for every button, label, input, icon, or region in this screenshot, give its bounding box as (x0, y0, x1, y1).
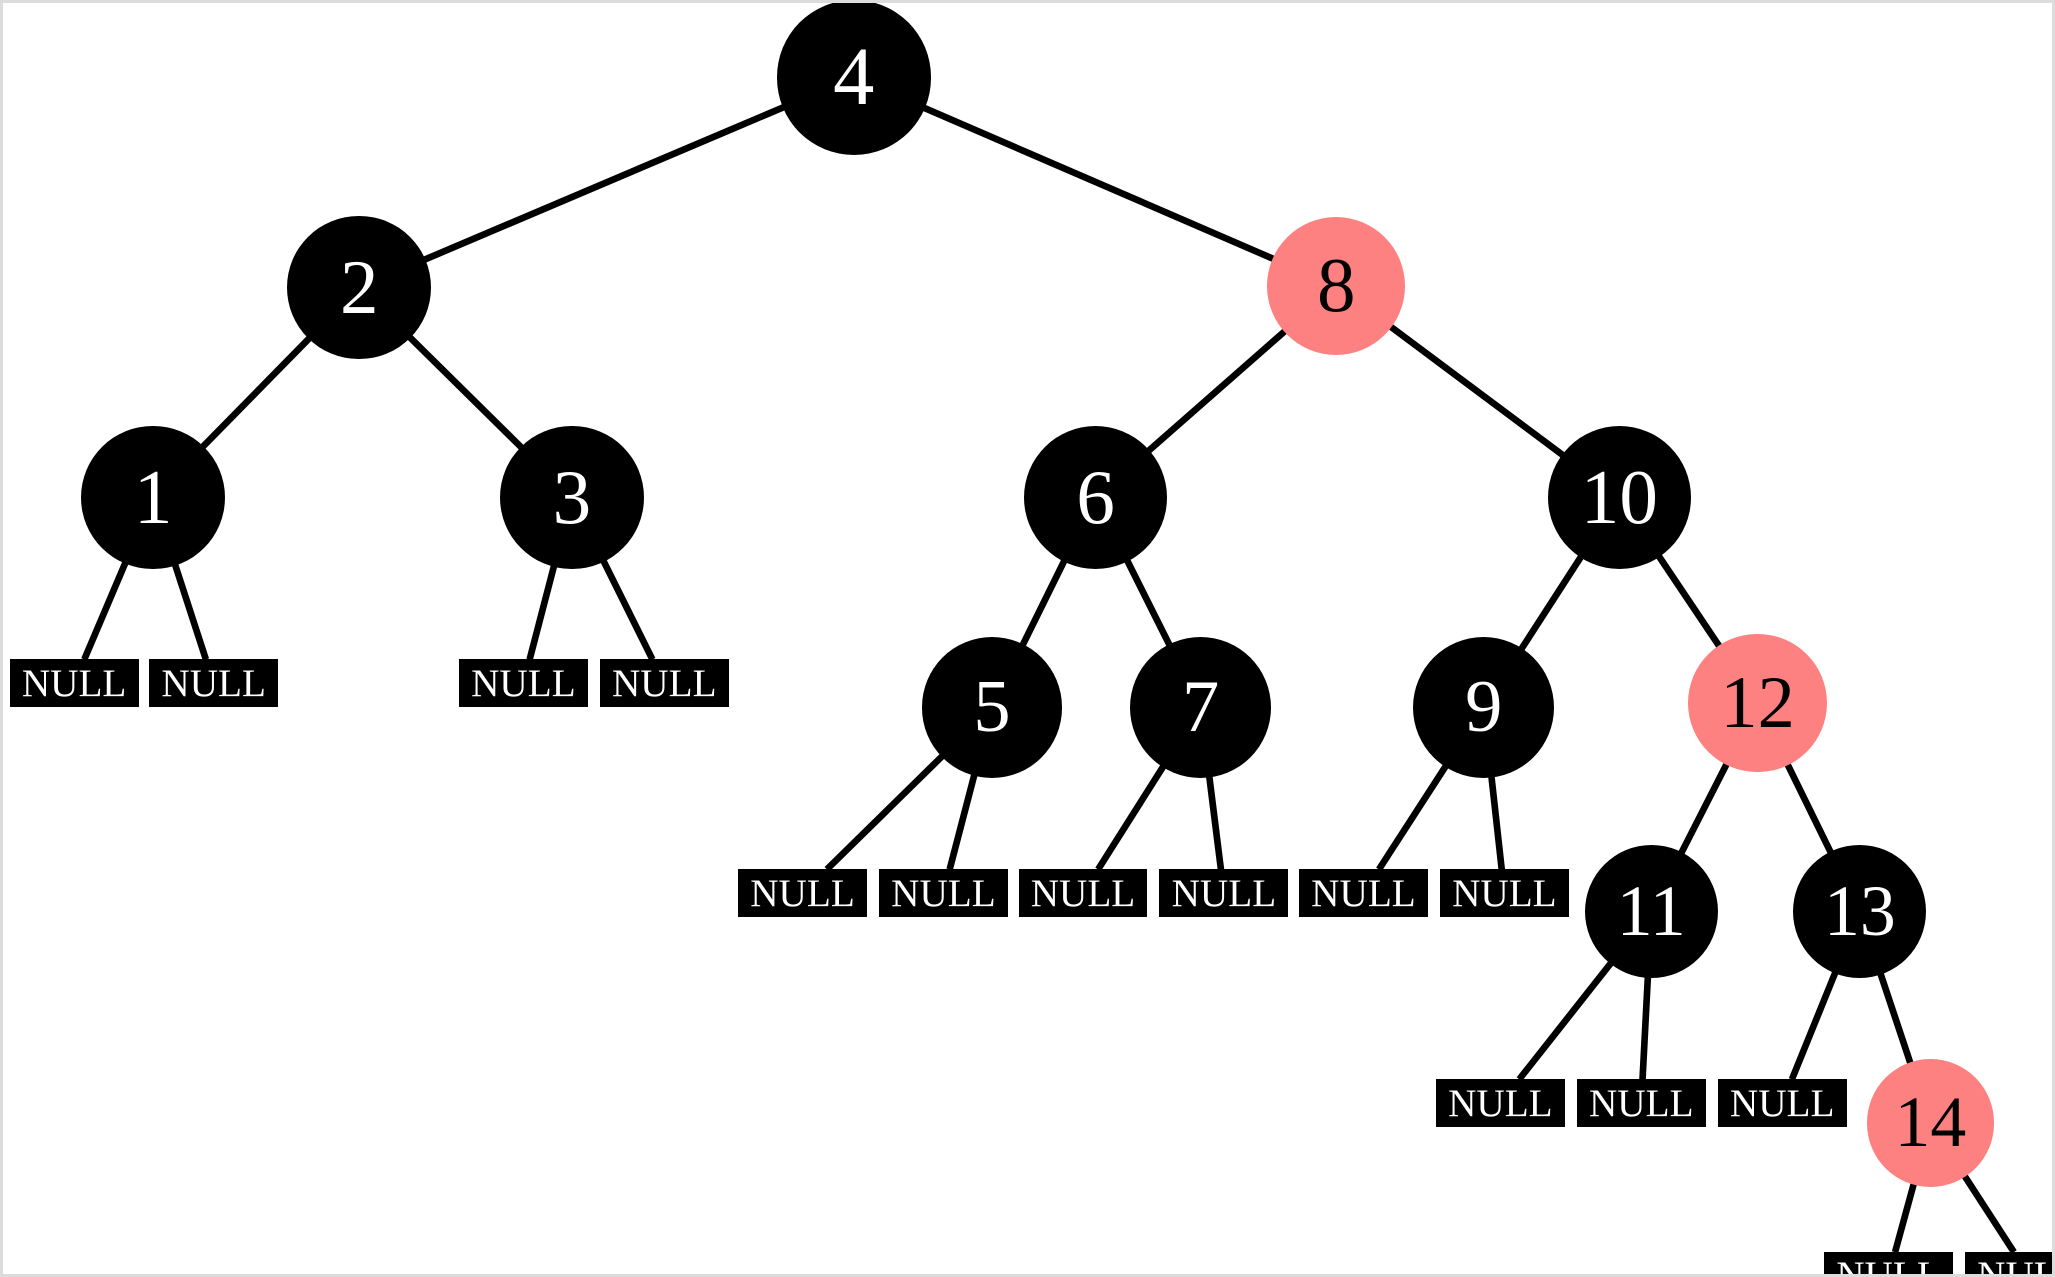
null-leaf-box: NULL (1018, 869, 1148, 918)
tree-node-label: 14 (1894, 1082, 1967, 1163)
null-leaf-label: NULL (1836, 1254, 1941, 1277)
tree-edge (1959, 1170, 2017, 1254)
null-leaf-box: NULL (1435, 1079, 1565, 1128)
tree-edge (824, 750, 949, 872)
tree-edge (1891, 1178, 1919, 1253)
null-leaf-label: NULL (891, 871, 996, 915)
null-leaf-box: NULL (1824, 1252, 1953, 1277)
tree-node-label: 6 (1076, 453, 1115, 540)
null-leaf-box: NULL (1299, 869, 1428, 918)
tree-edge (1487, 771, 1506, 870)
tree-edge (403, 331, 528, 454)
null-leaf-label: NULL (471, 661, 576, 705)
tree-node-8[interactable]: 8 (1267, 216, 1406, 356)
tree-node-6[interactable]: 6 (1023, 425, 1168, 570)
null-leaf-label: NULL (750, 871, 855, 915)
null-leaf-box: NULL (1717, 1079, 1847, 1128)
null-leaf-box: NULL (9, 659, 139, 708)
tree-node-label: 5 (973, 666, 1011, 749)
tree-edge (1788, 967, 1841, 1081)
tree-edge (1205, 771, 1225, 870)
null-leaf-label: NULL (1977, 1254, 2052, 1277)
tree-node-2[interactable]: 2 (287, 215, 431, 360)
tree-edge (81, 556, 131, 661)
null-leaf-label: NULL (1448, 1081, 1553, 1125)
null-leaf-box: NULL (1159, 869, 1289, 918)
tree-edge (1516, 957, 1617, 1082)
null-leaf-label: NULL (1311, 871, 1416, 915)
null-leaf-label: NULL (611, 661, 717, 705)
tree-node-label: 1 (133, 453, 173, 540)
null-leaf-box: NULL (458, 659, 588, 708)
tree-edge (917, 102, 1280, 264)
tree-node-12[interactable]: 12 (1688, 634, 1827, 773)
tree-edge (1017, 555, 1070, 651)
tree-node-13[interactable]: 13 (1793, 845, 1927, 979)
tree-node-label: 10 (1580, 453, 1658, 540)
tree-node-9[interactable]: 9 (1413, 636, 1555, 778)
tree-node-label: 12 (1720, 662, 1795, 745)
tree-node-10[interactable]: 10 (1547, 425, 1692, 570)
tree-node-3[interactable]: 3 (500, 425, 644, 570)
tree-node-14[interactable]: 14 (1866, 1059, 1995, 1187)
tree-node-4[interactable]: 4 (776, 3, 931, 155)
tree-node-5[interactable]: 5 (921, 636, 1063, 778)
tree-edge (598, 554, 656, 661)
null-leaf-box: NULL (738, 869, 867, 918)
tree-edge (1095, 760, 1169, 872)
tree-edge (1676, 758, 1732, 859)
tree-edge (170, 559, 210, 661)
null-leaf-label: NULL (161, 661, 266, 705)
tree-edge (526, 560, 559, 661)
tree-edge (946, 769, 979, 871)
tree-edge (1639, 972, 1652, 1080)
tree-node-label: 8 (1316, 242, 1356, 329)
tree-edge (1385, 321, 1569, 461)
tree-edge (1516, 550, 1587, 655)
null-leaf-box: NULL (1576, 1079, 1706, 1128)
edge-layer (81, 102, 2017, 1254)
null-leaf-label: NULL (1588, 1081, 1694, 1125)
tree-node-label: 9 (1465, 666, 1503, 749)
tree-node-label: 13 (1824, 871, 1896, 952)
tree-node-label: 2 (339, 243, 379, 330)
tree-node-label: 3 (552, 453, 592, 540)
tree-edge (1122, 554, 1175, 651)
tree-node-label: 11 (1616, 871, 1686, 952)
tree-edge (197, 332, 316, 453)
tree-edge (1143, 325, 1291, 457)
null-leaf-label: NULL (1452, 871, 1557, 915)
null-leaf-label: NULL (21, 661, 127, 705)
null-leaf-box: NULL (878, 869, 1008, 918)
tree-edge (1876, 968, 1915, 1069)
tree-edge (1782, 758, 1836, 859)
tree-edge (1653, 550, 1725, 653)
tree-edge (418, 102, 790, 265)
null-leaf-box: NULL (1964, 1252, 2052, 1277)
tree-node-7[interactable]: 7 (1130, 636, 1272, 778)
tree-node-label: 7 (1182, 666, 1220, 749)
null-leaf-box: NULL (149, 659, 279, 708)
null-leaf-box: NULL (1439, 869, 1569, 918)
null-leaf-label: NULL (1171, 871, 1277, 915)
null-leaf-box: NULL (599, 659, 729, 708)
tree-edge (1376, 759, 1452, 872)
null-leaf-label: NULL (1729, 1081, 1835, 1125)
tree-node-label: 4 (833, 31, 875, 123)
tree-node-1[interactable]: 1 (81, 425, 225, 570)
tree-node-11[interactable]: 11 (1584, 845, 1718, 979)
null-leaf-label: NULL (1030, 871, 1136, 915)
